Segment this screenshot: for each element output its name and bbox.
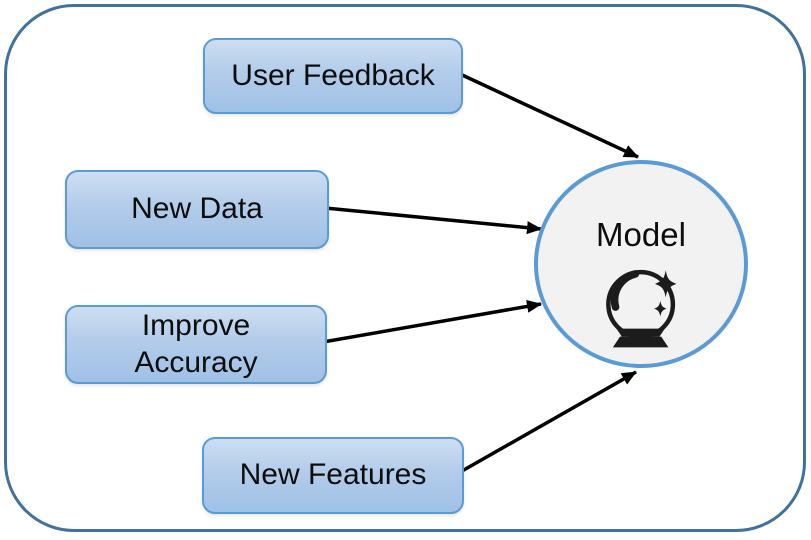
model-label: Model xyxy=(596,216,686,253)
node-new-data: New Data xyxy=(65,170,329,249)
node-label: Improve Accuracy xyxy=(134,308,258,379)
node-improve-accuracy: Improve Accuracy xyxy=(65,305,327,384)
node-label: User Feedback xyxy=(231,58,435,92)
node-label: New Data xyxy=(131,192,263,226)
crystal-ball-icon xyxy=(606,269,677,348)
node-model: Model xyxy=(534,160,748,368)
outer-frame xyxy=(4,4,806,532)
node-label: New Features xyxy=(239,458,427,492)
node-new-features: New Features xyxy=(202,437,464,514)
node-user-feedback: User Feedback xyxy=(203,38,463,114)
